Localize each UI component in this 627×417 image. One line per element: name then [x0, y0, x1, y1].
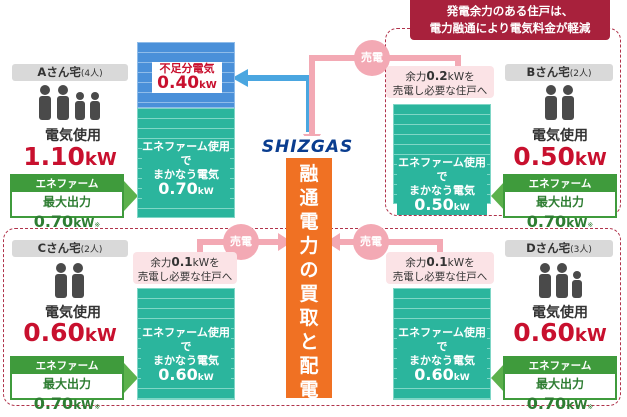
family-icon-b	[545, 85, 574, 120]
house-a-use-value: 1.10kW	[10, 142, 130, 171]
house-a-cover-value: 0.70	[158, 179, 198, 198]
house-b-name: Bさん宅	[526, 65, 570, 79]
family-icon-d	[539, 263, 582, 298]
house-d-people: (3人)	[570, 245, 592, 255]
house-b-enefarm-arrow	[491, 181, 505, 211]
headline-line-2: 電力融通により電気料金が軽減	[429, 21, 591, 35]
house-a-shortage-value: 0.40	[157, 73, 200, 93]
headline-line-1: 発電余力のある住戸は、	[446, 4, 574, 18]
house-d-cover-label: エネファーム使用で まかなう電気 0.60kW	[397, 326, 487, 385]
family-icon-a	[39, 85, 100, 120]
house-c-name: Cさん宅	[37, 241, 81, 255]
house-a-shortage-label: 不足分電気	[159, 62, 215, 75]
house-c-cover-value: 0.60	[158, 365, 198, 384]
house-b-people: (2人)	[569, 69, 592, 79]
house-a-people: (4人)	[80, 69, 103, 79]
house-a-enefarm-arrow	[124, 181, 138, 211]
house-c-use-value: 0.60kW	[23, 318, 117, 347]
house-d-surplus-value: 0.1	[426, 255, 448, 269]
house-d-use-value: 0.60kW	[513, 318, 607, 347]
house-d-cover-value: 0.60	[414, 365, 454, 384]
house-d-name: Dさん宅	[526, 241, 571, 255]
center-column	[286, 154, 332, 398]
house-a-enefarm-max: 最大出力0.70kW※	[33, 195, 101, 231]
sell-bubble-d: 売電	[353, 224, 389, 260]
house-b-use-title: 電気使用	[532, 128, 588, 144]
house-b-surplus: 余力0.2kWを 売電し必要な住戸へ	[386, 66, 494, 98]
center-label: 融通電力の買取と配電	[299, 163, 319, 401]
house-a-use-title: 電気使用	[45, 128, 101, 144]
house-c-use-title: 電気使用	[45, 305, 101, 321]
house-a-enefarm-head: エネファーム	[12, 176, 122, 192]
sell-bubble-b: 売電	[354, 40, 390, 76]
house-c-use-number: 0.60	[23, 318, 85, 347]
house-a-use-number: 1.10	[23, 142, 85, 171]
house-b-surplus-value: 0.2	[426, 69, 448, 83]
house-b-cover-value: 0.50	[414, 195, 454, 214]
house-c-surplus-value: 0.1	[171, 255, 193, 269]
house-d-tag: Dさん宅(3人)	[505, 240, 613, 257]
shizgas-logo: SHIZGAS	[255, 136, 360, 158]
house-a-shortage: 不足分電気 0.40kW	[152, 62, 222, 93]
house-c-surplus: 余力0.1kWを 売電し必要な住戸へ	[133, 252, 237, 284]
family-icon-c	[55, 263, 84, 298]
house-b-cover-label: エネファーム使用で まかなう電気 0.50kW	[397, 156, 487, 215]
house-a-tag: Aさん宅(4人)	[12, 64, 128, 81]
house-c-cover-label: エネファーム使用で まかなう電気 0.60kW	[141, 326, 231, 385]
house-d-use-number: 0.60	[513, 318, 575, 347]
house-a-enefarm-box: エネファーム 最大出力0.70kW※	[10, 174, 124, 231]
house-d-surplus: 余力0.1kWを 売電し必要な住戸へ	[386, 252, 494, 284]
headline-banner: 発電余力のある住戸は、 電力融通により電気料金が軽減	[410, 0, 610, 40]
house-c-enefarm-arrow	[124, 363, 138, 393]
house-d-enefarm-box: エネファーム 最大出力0.70kW※	[503, 356, 617, 413]
house-c-people: (2人)	[80, 245, 103, 255]
house-b-use-value: 0.50kW	[513, 142, 607, 171]
house-a-name: Aさん宅	[37, 65, 81, 79]
house-d-use-title: 電気使用	[532, 305, 588, 321]
house-b-tag: Bさん宅(2人)	[505, 64, 613, 81]
house-a-use-unit: kW	[84, 149, 117, 170]
house-c-enefarm-box: エネファーム 最大出力0.70kW※	[10, 356, 124, 413]
house-d-enefarm-arrow	[491, 363, 505, 393]
house-a-cover-label: エネファーム使用で まかなう電気 0.70kW	[142, 140, 230, 199]
house-c-tag: Cさん宅(2人)	[12, 240, 128, 257]
house-b-enefarm-box: エネファーム 最大出力0.70kW※	[503, 174, 617, 231]
house-b-use-number: 0.50	[513, 142, 575, 171]
